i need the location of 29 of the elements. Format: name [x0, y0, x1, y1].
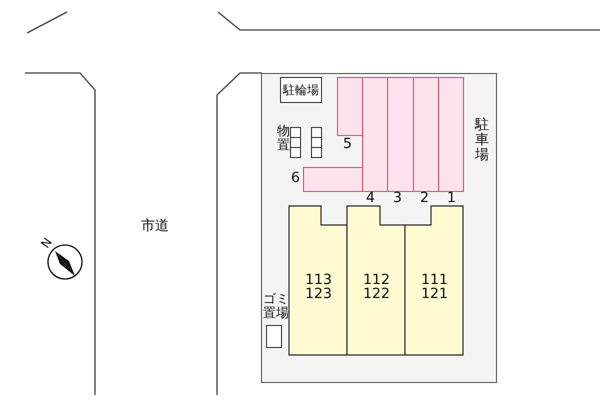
space-number: 6: [291, 171, 300, 185]
parking-lot-label: 駐車場: [475, 118, 490, 163]
unit-number: 112: [362, 273, 391, 287]
unit-number: 111: [420, 273, 449, 287]
north-label: N: [38, 235, 55, 251]
space-number: 3: [393, 191, 402, 205]
storage-label: 物置: [277, 125, 291, 153]
unit-number: 121: [420, 287, 449, 301]
unit-number: 122: [362, 287, 391, 301]
apartment-building: [289, 206, 348, 356]
area-label: ゴミ置場: [262, 293, 290, 321]
parking-space: [362, 77, 388, 192]
bicycle-parking-box: 駐輪場: [280, 77, 322, 103]
space-number: 2: [420, 191, 429, 205]
parking-space: [387, 77, 414, 192]
site-lot: [261, 73, 497, 383]
parking-space: [438, 77, 464, 192]
apartment-building: [347, 206, 406, 356]
apartment-building: [405, 206, 464, 356]
space-number: 4: [366, 191, 375, 205]
unit-number: 123: [304, 287, 333, 301]
unit-number: 113: [304, 273, 333, 287]
parking-space: [413, 77, 439, 192]
space-number: 1: [447, 191, 456, 205]
parking-space: [337, 77, 363, 136]
parking-space: [303, 167, 363, 192]
road-name: 市道: [141, 218, 169, 234]
trash-area-box: [266, 325, 282, 348]
space-number: 5: [343, 137, 352, 151]
